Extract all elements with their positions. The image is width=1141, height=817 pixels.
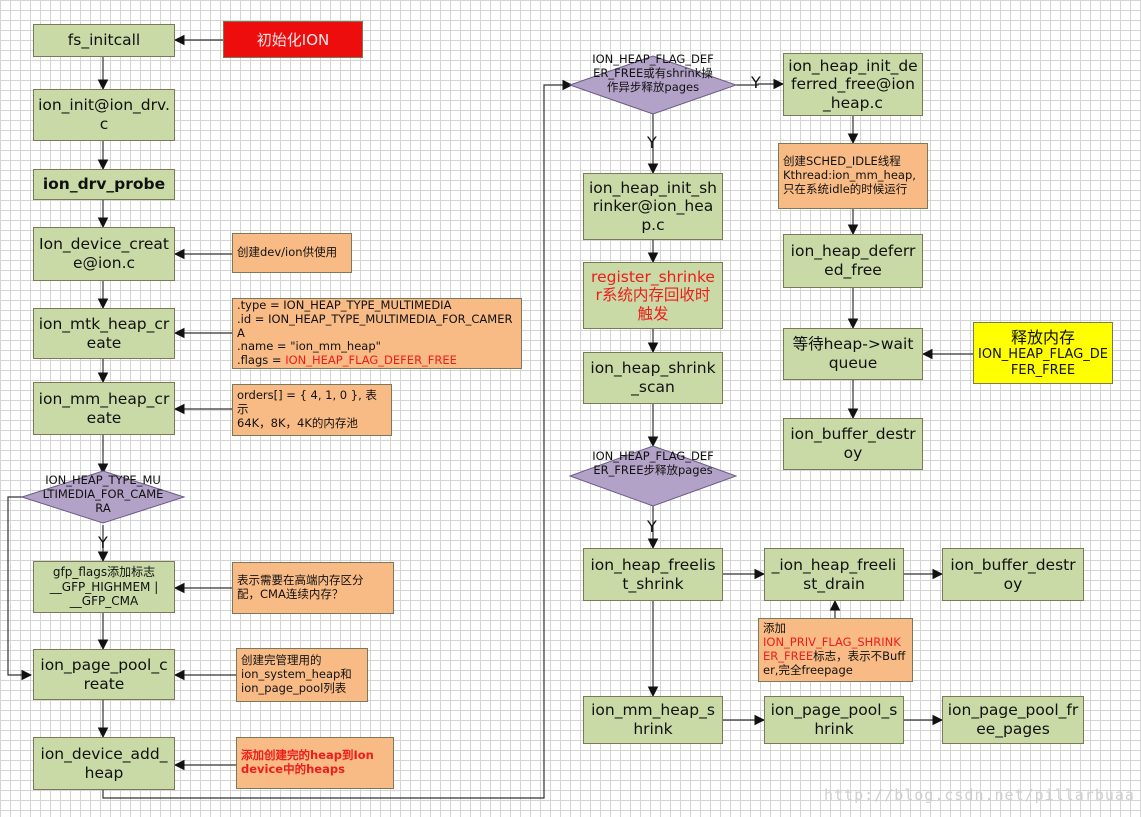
label-y-down: Y bbox=[647, 133, 657, 152]
node-ion-heap-freelist-shrink[interactable]: ion_heap_freelist_shrink bbox=[583, 548, 723, 601]
node-ion-page-pool-create[interactable]: ion_page_pool_create bbox=[33, 649, 175, 700]
decision-defer-free-label: ION_HEAP_FLAG_DEFER_FREE步释放pages bbox=[592, 449, 714, 477]
node-gfp-flags[interactable]: gfp_flags添加标志 __GFP_HIGHMEM | __GFP_CMA bbox=[33, 561, 175, 613]
edge-addheap-to-rightcol bbox=[102, 79, 574, 799]
note-add-heap-line2: device中的heaps bbox=[241, 762, 345, 776]
node-ion-heap-init-deferred-free[interactable]: ion_heap_init_deferred_free@ion_heap.c bbox=[783, 53, 923, 116]
note-orders: orders[] = { 4, 1, 0 }, 表示 64K，8K，4K的内存池 bbox=[232, 384, 392, 436]
release-memory-line1: 释放内存 bbox=[1010, 327, 1075, 347]
node-ion-init[interactable]: ion_init@ion_drv.c bbox=[33, 89, 175, 141]
node-release-memory[interactable]: 释放内存 ION_HEAP_FLAG_DEFER_FREE bbox=[973, 322, 1113, 384]
node-wait-queue[interactable]: 等待heap->waitqueue bbox=[783, 328, 923, 380]
note-orders-line1: orders[] = { 4, 1, 0 }, 表示 bbox=[237, 388, 377, 417]
note-highmem-line1: 表示需要在高端内存区分 bbox=[237, 573, 364, 588]
node-ion-heap-deferred-free[interactable]: ion_heap_deferred_free bbox=[783, 234, 923, 288]
note-add-heap-line1: 添加创建完的heap到Ion bbox=[241, 748, 374, 763]
node-ion-page-pool-free-pages[interactable]: ion_page_pool_free_pages bbox=[942, 696, 1084, 744]
node-ion-heap-init-shrinker[interactable]: ion_heap_init_shrinker@ion_heap.c bbox=[583, 173, 723, 240]
note-orders-line2: 64K，8K，4K的内存池 bbox=[237, 415, 358, 430]
decision-camera-shape bbox=[20, 470, 186, 524]
note-highmem: 表示需要在高端内存区分 配，CMA连续内存？ bbox=[232, 562, 394, 614]
decision-defer-shrink-label: ION_HEAP_FLAG_DEFER_FREE或有shrink操作异步释放pa… bbox=[592, 52, 714, 94]
note-pool-line1: 创建完管理用的 bbox=[241, 653, 322, 668]
node-ion-heap-shrink-scan[interactable]: ion_heap_shrink_scan bbox=[583, 352, 723, 404]
decision-camera-label: ION_HEAP_TYPE_MULTIMEDIA_FOR_CAMERA bbox=[42, 473, 164, 515]
node-ion-page-pool-shrink[interactable]: ion_page_pool_shrink bbox=[764, 696, 904, 744]
gfp-flags-line1: gfp_flags添加标志 bbox=[52, 565, 156, 580]
node-ion-heap-freelist-drain[interactable]: _ion_heap_freelist_drain bbox=[764, 548, 904, 601]
note-heap-flags-prefix: .flags = bbox=[237, 353, 286, 368]
note-pool-line3: ion_page_pool列表 bbox=[241, 680, 347, 695]
decision-defer-shrink-shape bbox=[568, 55, 738, 115]
release-memory-line2: ION_HEAP_FLAG_DEFER_FREE bbox=[978, 347, 1108, 378]
note-heap-fields: .type = ION_HEAP_TYPE_MULTIMEDIA .id = I… bbox=[232, 298, 522, 369]
node-init-ion[interactable]: 初始化ION bbox=[223, 21, 363, 58]
note-sched-line1: 创建SCHED_IDLE线程 bbox=[783, 154, 901, 169]
note-heap-name: .name = "ion_mm_heap" bbox=[237, 339, 381, 354]
label-y-camera: Y bbox=[98, 533, 108, 552]
register-shrinker-rest: 系统内存回收时触发 bbox=[601, 286, 711, 323]
label-y-right: Y bbox=[751, 73, 761, 92]
note-shrinker-line2: 标志，表示不Buffer,完全freepage bbox=[763, 649, 906, 677]
note-heap-flags-value: ION_HEAP_FLAG_DEFER_FREE bbox=[285, 353, 457, 368]
note-dev-ion: 创建dev/ion供使用 bbox=[232, 233, 352, 273]
watermark: http://blog.csdn.net/pillarbuaa bbox=[824, 786, 1135, 804]
note-pool-list: 创建完管理用的 ion_system_heap和 ion_page_pool列表 bbox=[236, 648, 368, 702]
note-sched-line3: 只在系统idle的时候运行 bbox=[783, 181, 908, 196]
note-add-heap: 添加创建完的heap到Ion device中的heaps bbox=[236, 737, 394, 789]
node-ion-buffer-destroy-2[interactable]: ion_buffer_destroy bbox=[942, 548, 1084, 601]
edge-decision-bypass bbox=[7, 496, 33, 681]
node-ion-mtk-heap-create[interactable]: ion_mtk_heap_create bbox=[33, 308, 175, 359]
node-ion-drv-probe[interactable]: ion_drv_probe bbox=[33, 169, 175, 200]
register-shrinker-red: register_shrinker bbox=[591, 267, 715, 305]
label-y-freelist: Y bbox=[647, 517, 657, 536]
node-fs-initcall[interactable]: fs_initcall bbox=[33, 24, 175, 57]
node-ion-mm-heap-shrink[interactable]: ion_mm_heap_shrink bbox=[583, 696, 723, 744]
note-sched-idle: 创建SCHED_IDLE线程 Kthread:ion_mm_heap, 只在系统… bbox=[778, 143, 928, 209]
edge-decision-to-deferred bbox=[736, 78, 785, 90]
note-shrinker-line1: 添加 bbox=[763, 621, 786, 636]
node-ion-buffer-destroy-1[interactable]: ion_buffer_destroy bbox=[783, 418, 923, 470]
note-shrinker-free: 添加 ION_PRIV_FLAG_SHRINKER_FREE标志，表示不Buff… bbox=[758, 618, 913, 682]
note-heap-type: .type = ION_HEAP_TYPE_MULTIMEDIA bbox=[237, 298, 452, 313]
node-ion-device-create[interactable]: Ion_device_create@ion.c bbox=[33, 227, 175, 281]
node-ion-mm-heap-create[interactable]: ion_mm_heap_create bbox=[33, 382, 175, 435]
note-shrinker-red: ION_PRIV_FLAG_SHRINKER_FREE bbox=[763, 635, 901, 663]
note-heap-id: .id = ION_HEAP_TYPE_MULTIMEDIA_FOR_CAMER… bbox=[237, 311, 513, 340]
node-register-shrinker[interactable]: register_shrinker系统内存回收时触发 bbox=[583, 262, 723, 329]
gfp-flags-line3: __GFP_CMA bbox=[69, 594, 139, 609]
note-sched-line2: Kthread:ion_mm_heap, bbox=[783, 168, 916, 183]
decision-defer-free-shape bbox=[568, 445, 738, 507]
note-highmem-line2: 配，CMA连续内存？ bbox=[237, 587, 344, 601]
gfp-flags-line2: __GFP_HIGHMEM | bbox=[49, 579, 159, 594]
note-pool-line2: ion_system_heap和 bbox=[241, 667, 352, 682]
node-ion-device-add-heap[interactable]: ion_device_add_heap bbox=[33, 737, 175, 790]
